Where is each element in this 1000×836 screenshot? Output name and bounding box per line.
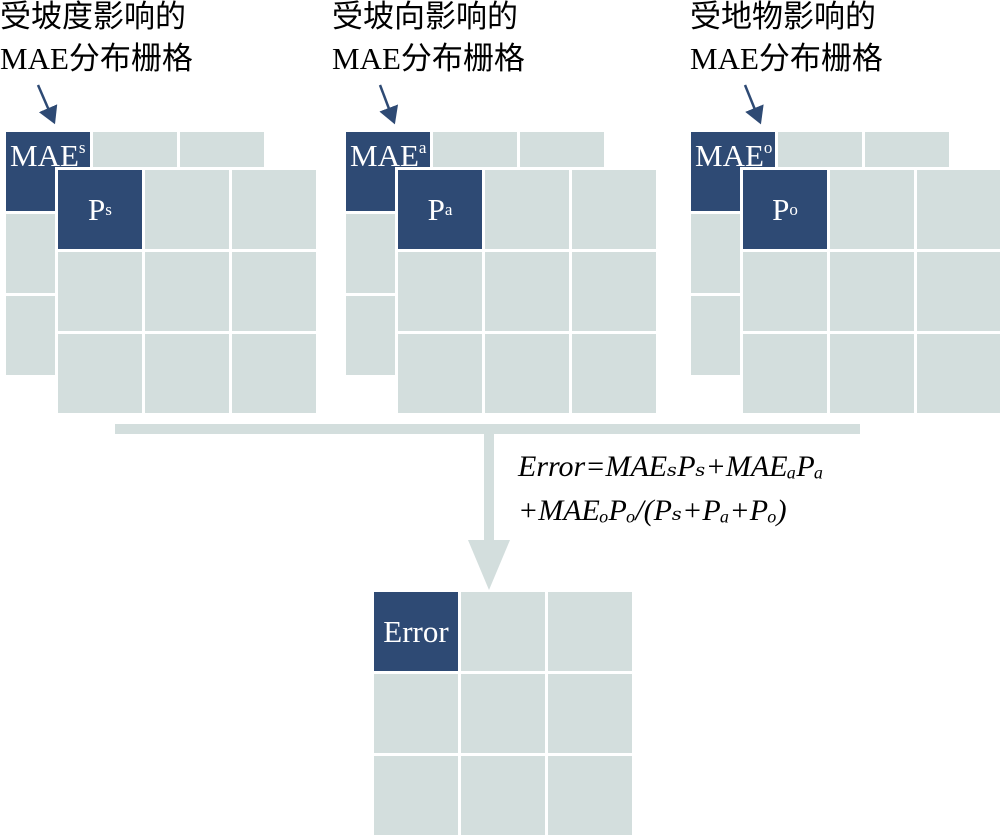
raster-cell <box>830 334 914 413</box>
raster-cell <box>917 252 1000 331</box>
raster-cell <box>548 756 632 835</box>
raster-cell <box>485 170 569 249</box>
raster-cell <box>58 252 142 331</box>
merge-bar <box>115 424 860 434</box>
raster-cell <box>58 334 142 413</box>
arrow-icon <box>36 84 58 125</box>
raster-cell <box>232 170 316 249</box>
raster-cell <box>485 334 569 413</box>
raster-cell <box>917 334 1000 413</box>
raster-cell <box>548 592 632 671</box>
arrow-icon <box>743 84 764 125</box>
raster-cell <box>145 252 229 331</box>
raster-cell <box>572 334 656 413</box>
raster-cell <box>830 252 914 331</box>
arrow-icon <box>378 84 399 125</box>
raster-cell <box>461 592 545 671</box>
formula: Error=MAEₛPₛ+MAEₐPₐ +MAEₒPₒ/(Pₛ+Pₐ+Pₒ) <box>518 450 824 527</box>
raster-cell <box>145 334 229 413</box>
raster-cell <box>743 334 827 413</box>
raster-cell <box>398 252 482 331</box>
raster-cell <box>145 170 229 249</box>
raster-cell <box>461 674 545 753</box>
raster-cell <box>374 756 458 835</box>
arrow-stem <box>484 433 494 543</box>
raster-cell <box>461 756 545 835</box>
error-cell: Error <box>374 592 458 671</box>
raster-cell <box>232 334 316 413</box>
error-grid: Error <box>374 592 632 835</box>
raster-cell <box>548 674 632 753</box>
raster-cell <box>572 252 656 331</box>
raster-cell <box>743 252 827 331</box>
raster-cell <box>485 252 569 331</box>
raster-cell <box>917 170 1000 249</box>
raster-cell <box>572 170 656 249</box>
raster-cell <box>374 674 458 753</box>
raster-cell <box>232 252 316 331</box>
raster-cell <box>830 170 914 249</box>
raster-cell <box>398 334 482 413</box>
arrow-down-icon <box>468 540 510 590</box>
